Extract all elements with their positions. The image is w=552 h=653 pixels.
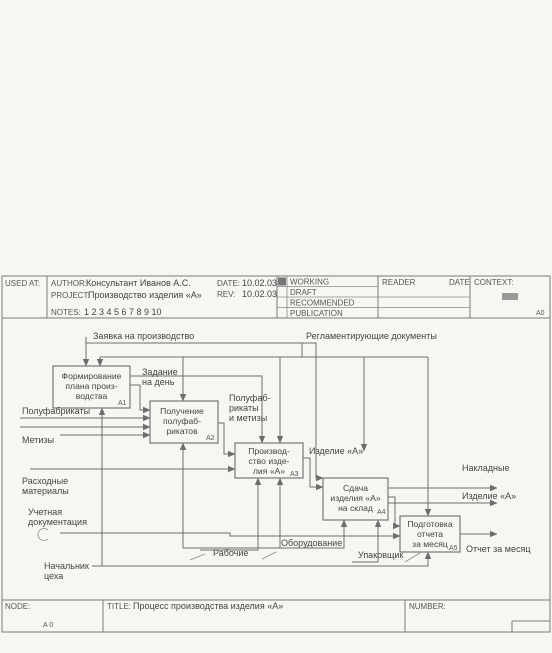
box-a4-id: A4 (377, 509, 386, 516)
node-value: A 0 (43, 622, 53, 629)
activity-box-a4: Сдача изделия «А» на склад A4 (322, 477, 389, 521)
used-at-label: USED AT: (5, 279, 40, 288)
label-product-a3: Изделие «А» (309, 446, 363, 456)
box-a2-line1: Получение (160, 406, 204, 416)
label-semi-in: Полуфабрикаты (22, 406, 90, 416)
label-task-2: на день (142, 377, 175, 387)
box-a2-id: A2 (206, 435, 215, 442)
label-consumables-2: материалы (22, 486, 69, 496)
notes-value: 1 2 3 4 5 6 7 8 9 10 (84, 307, 162, 317)
label-order: Заявка на производство (93, 331, 194, 341)
box-a4-line1: Сдача (343, 483, 368, 493)
label-account-docs-2: документация (28, 517, 87, 527)
box-a5-line2: отчета (417, 529, 443, 539)
title-value: Процесс производства изделия «А» (133, 601, 283, 611)
author-value: Консультант Иванов А.С. (86, 278, 191, 288)
activity-box-a5: Подготовка отчета за месяц A5 (399, 515, 461, 553)
box-a1-id: A1 (118, 400, 127, 407)
box-a1-line2: плана произ- (65, 381, 117, 391)
status-recommended: RECOMMENDED (290, 299, 355, 308)
box-a4-line3: на склад (338, 503, 373, 513)
box-a5-line3: за месяц (412, 539, 448, 549)
label-report: Отчет за месяц (466, 544, 531, 554)
label-consumables-1: Расходные (22, 476, 68, 486)
label-semi-out-1: Полуфаб- (229, 393, 271, 403)
label-hardware: Метизы (22, 435, 54, 445)
context-thumbnail (502, 293, 518, 300)
activity-box-a1: Формирование плана произ- водства A1 (52, 365, 131, 409)
footer-frame (1, 317, 551, 633)
context-label: CONTEXT: (474, 278, 514, 287)
author-label: AUTHOR: (51, 279, 87, 288)
status-publication: PUBLICATION (290, 309, 343, 318)
label-semi-out-3: и метизы (229, 413, 267, 423)
label-semi-out-2: рикаты (229, 403, 259, 413)
project-value: Производство изделия «А» (88, 290, 202, 300)
label-regulations: Регламентирующие документы (306, 331, 437, 341)
reader-date-label: DATE (449, 278, 470, 287)
arrows (20, 337, 498, 567)
status-draft: DRAFT (290, 288, 317, 297)
box-a2-line3: рикатов (166, 426, 198, 436)
box-a2-line2: полуфаб- (163, 416, 201, 426)
project-label: PROJECT: (51, 291, 90, 300)
label-invoices: Накладные (462, 463, 510, 473)
label-packer: Упаковщик (358, 550, 403, 560)
box-a1-line1: Формирование (62, 371, 122, 381)
label-workers: Рабочие (213, 548, 248, 558)
context-node: A0 (536, 310, 545, 317)
box-a1-line3: водства (76, 391, 108, 401)
box-a3-line1: Производ- (248, 446, 290, 456)
label-account-docs-1: Учетная (28, 507, 62, 517)
box-a5-id: A5 (449, 545, 458, 552)
label-task-1: Задание (142, 367, 178, 377)
label-equipment: Оборудование (281, 538, 342, 548)
rev-value: 10.02.03 (242, 289, 277, 299)
box-a3-id: A3 (290, 471, 299, 478)
rev-label: REV: (217, 290, 235, 299)
label-head-2: цеха (44, 571, 63, 581)
label-head-1: Начальник (44, 561, 89, 571)
label-product-out: Изделие «А» (462, 491, 516, 501)
activity-box-a3: Производ- ство изде- лия «А» A3 (234, 442, 304, 479)
title-label: TITLE: (107, 602, 131, 611)
box-a3-line3: лия «А» (253, 466, 285, 476)
node-label: NODE: (5, 602, 30, 611)
reader-label: READER (382, 278, 416, 287)
working-status-mark (278, 277, 286, 286)
number-label: NUMBER: (409, 602, 446, 611)
date-value: 10.02.03 (242, 278, 277, 288)
box-a3-line2: ство изде- (248, 456, 289, 466)
activity-box-a2: Получение полуфаб- рикатов A2 (149, 400, 219, 444)
box-a4-line2: изделия «А» (330, 493, 380, 503)
box-a5-line1: Подготовка (407, 519, 452, 529)
status-working: WORKING (290, 278, 329, 287)
notes-label: NOTES: (51, 308, 81, 317)
date-label: DATE: (217, 279, 240, 288)
